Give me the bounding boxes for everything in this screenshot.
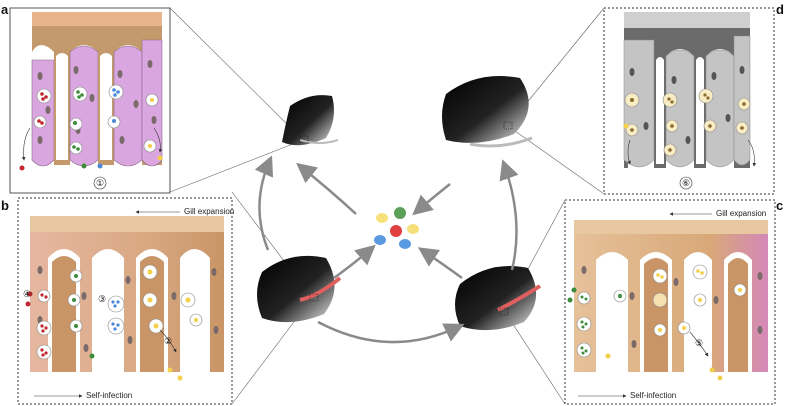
- caption-gill-expansion-b: Gill expansion: [184, 207, 234, 216]
- connector-lines: [169, 7, 605, 405]
- caption-self-infection-c: Self-infection: [630, 391, 676, 400]
- panel-letter-a: a: [1, 2, 9, 17]
- caption-self-infection-b: Self-infection: [86, 391, 132, 400]
- mussel-icon: [442, 76, 533, 148]
- arrow-icon: [254, 155, 519, 344]
- cell-cluster-icon: [576, 264, 747, 358]
- step-label-d: ⑥: [682, 178, 690, 188]
- panel-c: ⑤ Gill expansion Self-infection: [564, 199, 776, 405]
- cell-cluster-icon: [33, 84, 159, 155]
- panel-a: ①: [9, 7, 171, 194]
- step-label-b-3: ③: [98, 294, 106, 304]
- step-label-b-2: ②: [164, 336, 172, 346]
- cell-cluster-icon: [36, 264, 203, 360]
- mussel-icon: [282, 95, 339, 146]
- free-cells-cluster: [374, 207, 419, 249]
- panel-d: ⑥: [603, 7, 775, 195]
- mussel-icon: [455, 266, 542, 331]
- mussel-icon: [257, 255, 342, 323]
- cell-cluster-icon: [624, 88, 751, 157]
- panel-letter-b: b: [1, 198, 9, 213]
- step-label-a: ①: [96, 178, 104, 188]
- step-label-b-4: ④: [23, 289, 31, 299]
- panel-letter-c: c: [776, 198, 783, 213]
- step-label-c-5: ⑤: [695, 338, 703, 348]
- caption-gill-expansion-c: Gill expansion: [716, 209, 766, 218]
- panel-letter-d: d: [776, 2, 784, 17]
- panel-b: ④ ③ ② Gill expansion Self-infection: [17, 197, 234, 405]
